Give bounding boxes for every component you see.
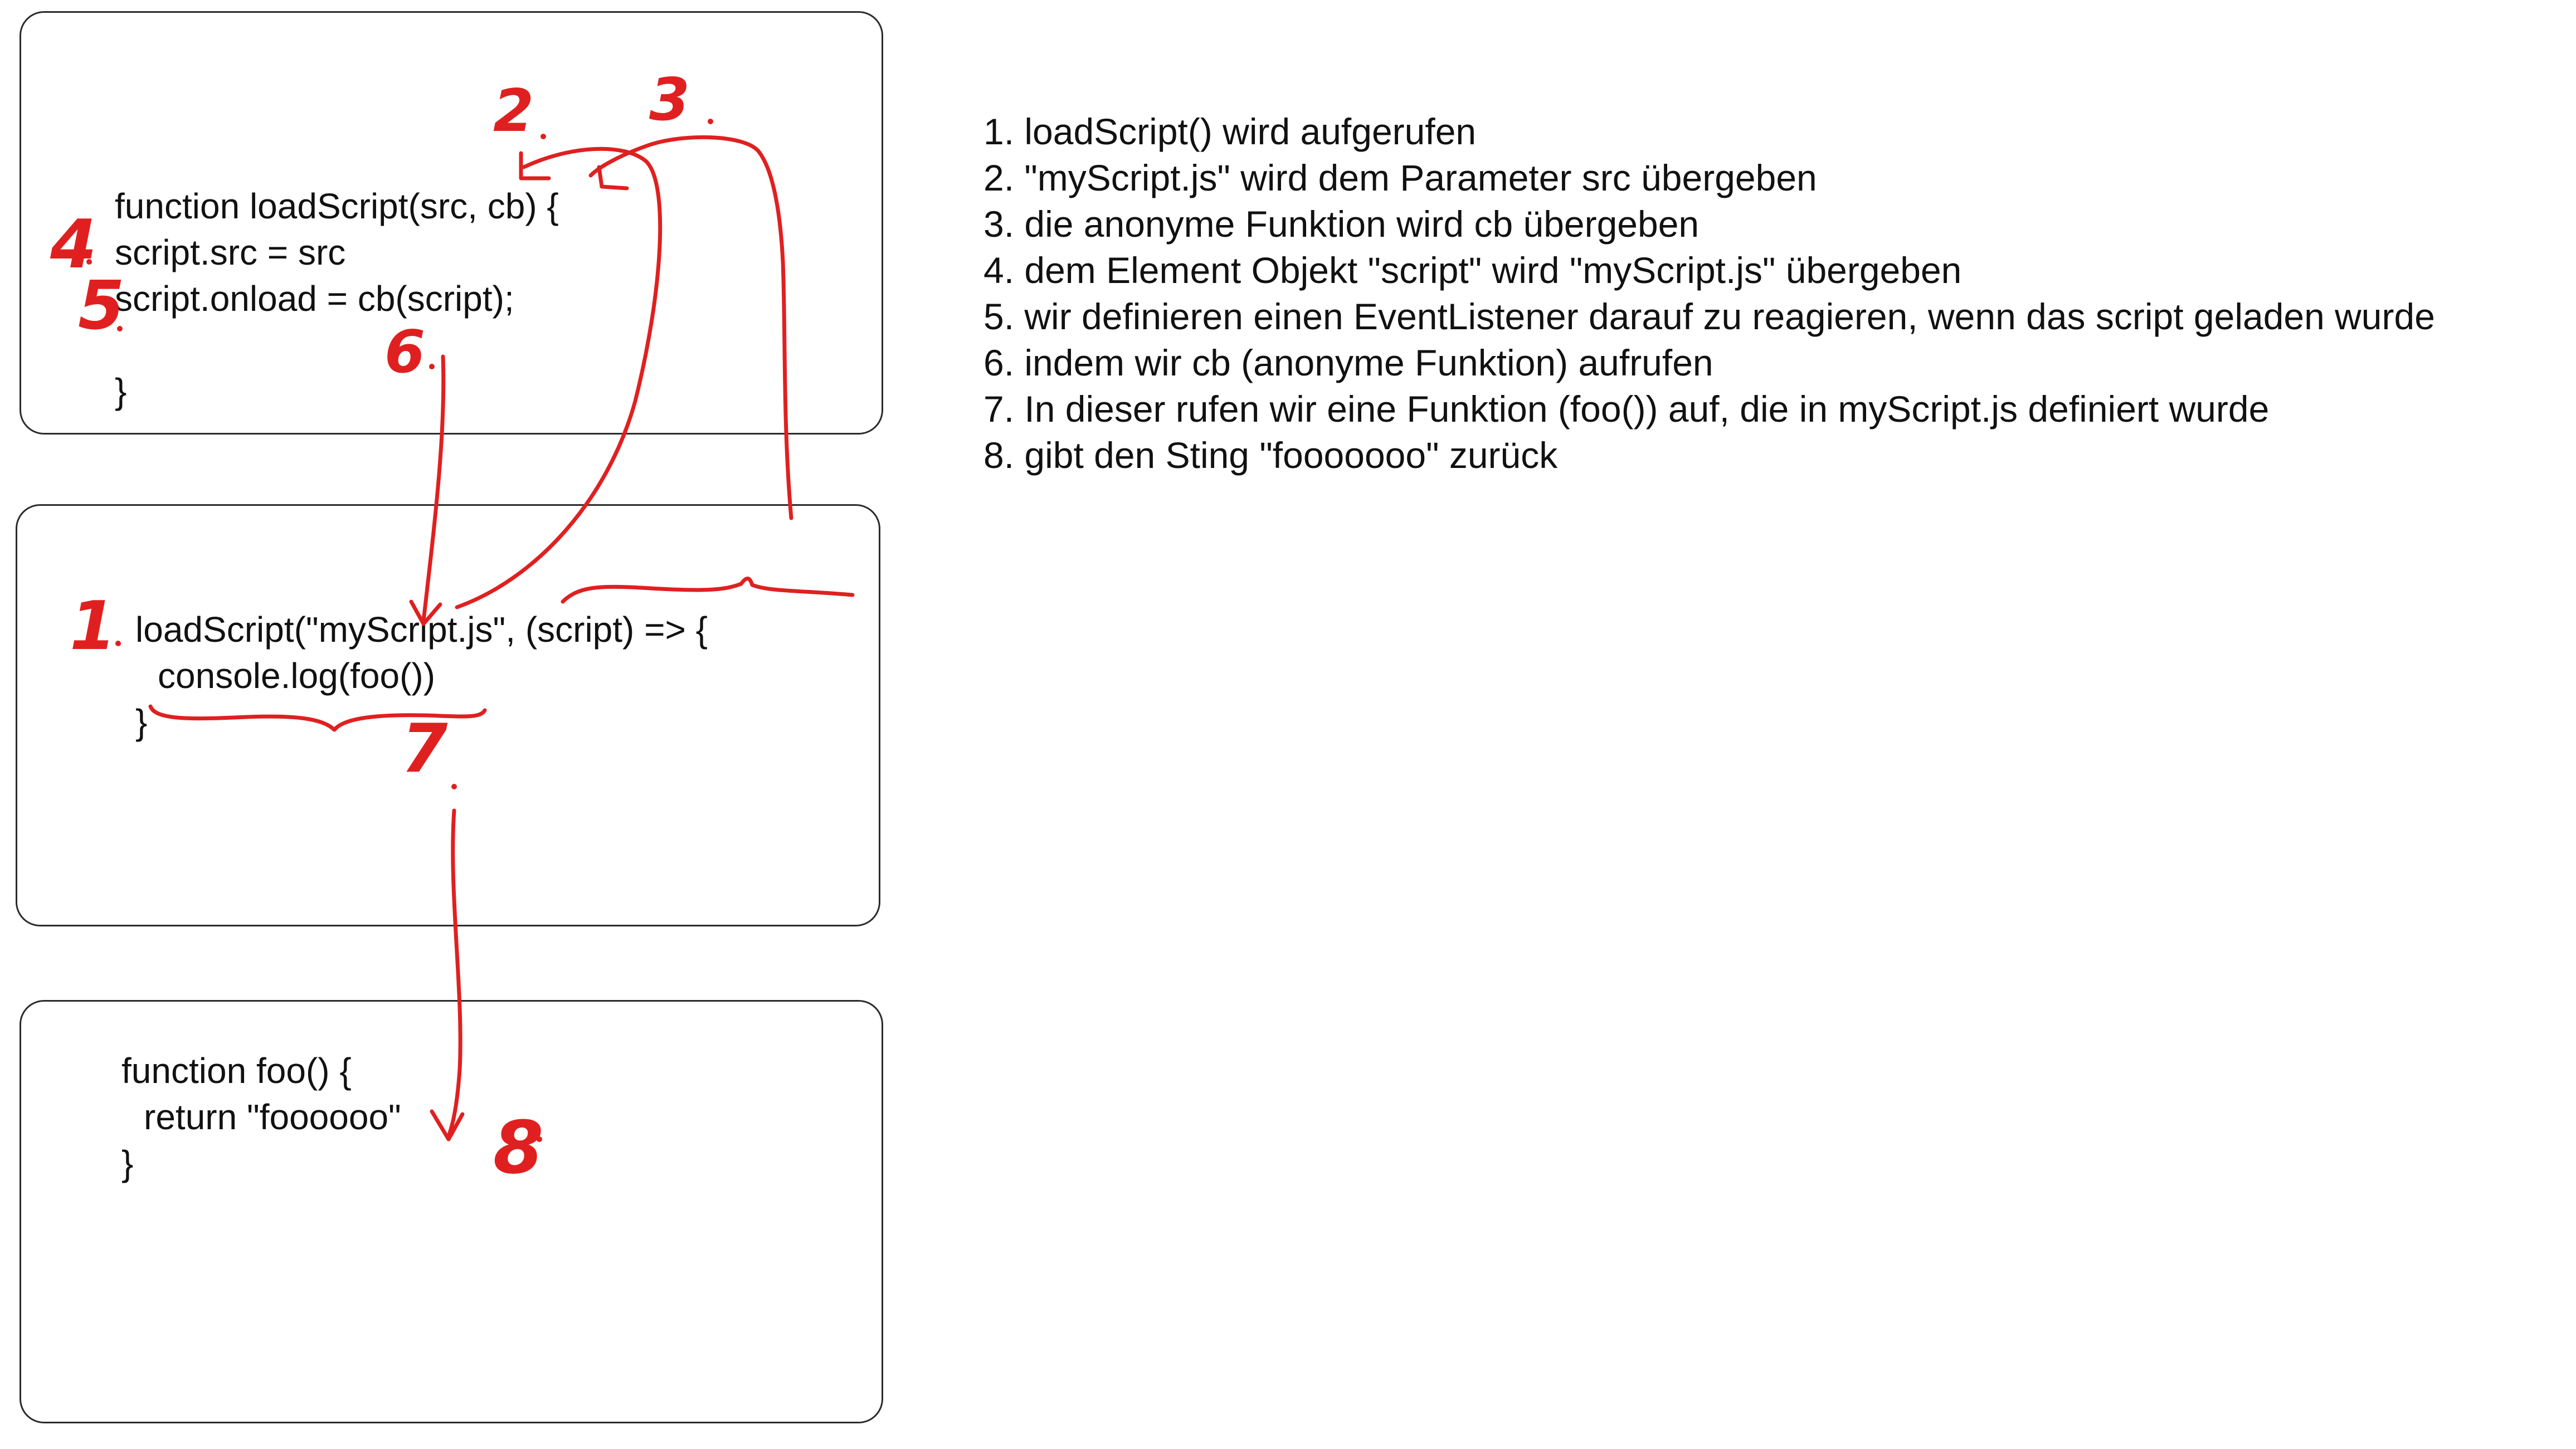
code-box-load-script-call: loadScript("myScript.js", (script) => { …	[16, 504, 880, 926]
code-box-foo-definition: function foo() { return "foooooo" }	[20, 1000, 883, 1423]
code-line: }	[121, 1143, 134, 1183]
code-line: }	[115, 371, 127, 411]
explanation-item: 5. wir definieren einen EventListener da…	[983, 296, 2435, 337]
code-box-load-script-definition: function loadScript(src, cb) { script.sr…	[20, 11, 883, 435]
explanation-item: 7. In dieser rufen wir eine Funktion (fo…	[983, 388, 2270, 430]
explanation-item: 1. loadScript() wird aufgerufen	[983, 111, 1477, 152]
explanation-list: 1. loadScript() wird aufgerufen 2. "mySc…	[983, 109, 2435, 479]
explanation-item: 4. dem Element Objekt "script" wird "myS…	[983, 250, 1962, 291]
explanation-item: 6. indem wir cb (anonyme Funktion) aufru…	[983, 342, 1713, 383]
code-line: function loadScript(src, cb) {	[115, 186, 559, 226]
explanation-item: 8. gibt den Sting "fooooooo" zurück	[983, 435, 1558, 476]
explanation-item: 3. die anonyme Funktion wird cb übergebe…	[983, 203, 1700, 245]
code-line: loadScript("myScript.js", (script) => {	[135, 609, 708, 650]
code-line: script.src = src	[115, 232, 346, 272]
code-line: script.onload = cb(script);	[115, 279, 514, 319]
code-line: }	[135, 702, 148, 742]
code-line: console.log(foo())	[158, 656, 435, 696]
code-line: return "foooooo"	[144, 1097, 401, 1137]
code-line: function foo() {	[121, 1051, 352, 1091]
explanation-item: 2. "myScript.js" wird dem Parameter src …	[983, 157, 1817, 198]
